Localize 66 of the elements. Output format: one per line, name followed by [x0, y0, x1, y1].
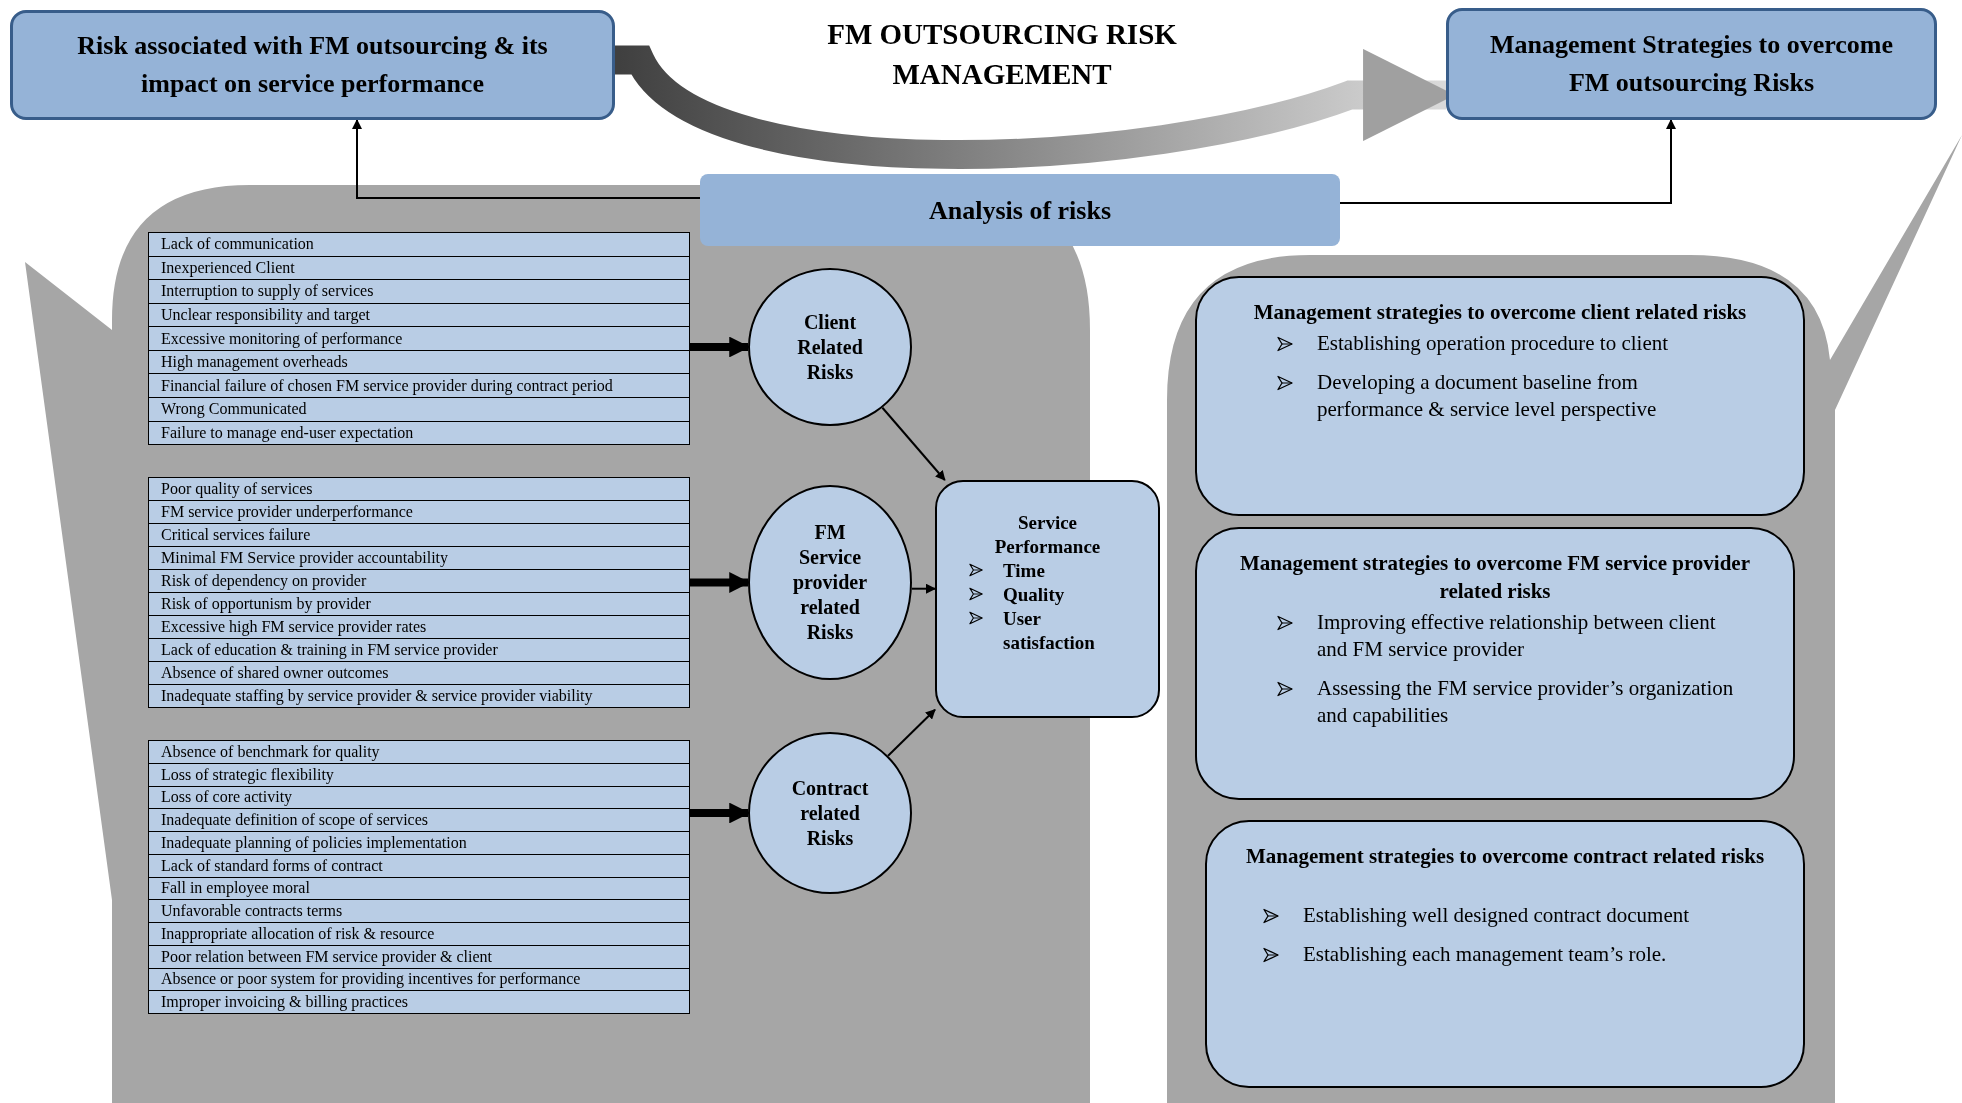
- heading-text: Management Strategies to overcome FM outsourcing Risks: [1488, 29, 1895, 99]
- heading-text: Risk associated with FM outsourcing & its impact on service performance: [76, 30, 549, 100]
- card-heading: Management strategies to overcome FM service provider related risks: [1238, 550, 1751, 605]
- risk-item: Lack of communication: [149, 233, 689, 257]
- category-label: Client Related Risks: [796, 309, 864, 385]
- risk-item: Financial failure of chosen FM service provider during contract period: [149, 374, 689, 398]
- box-heading: Service Performance: [993, 511, 1102, 559]
- risk-item: Inappropriate allocation of risk & resource: [149, 923, 689, 946]
- risk-list: [148, 740, 690, 1014]
- risk-item: Unclear responsibility and target: [149, 303, 689, 328]
- risk-item: Absence or poor system for providing incentives for performance: [149, 968, 689, 992]
- bullet-text: Establishing well designed contract document: [1303, 902, 1691, 929]
- risk-item: Lack of education & training in FM service provider: [149, 639, 689, 662]
- risk-item: Loss of strategic flexibility: [149, 763, 689, 787]
- risk-item: Risk of dependency on provider: [149, 570, 689, 593]
- risk-item: High management overheads: [149, 350, 689, 375]
- bullet-text: Time: [1003, 559, 1046, 583]
- arrow: [352, 119, 701, 199]
- arrow: [881, 406, 946, 481]
- risk-item: Inadequate definition of scope of services: [149, 809, 689, 832]
- risk-item: Fall in employee moral: [149, 877, 689, 901]
- bullet-text: Establishing each management team’s role.: [1303, 941, 1668, 968]
- bullet-text: Developing a document baseline from performance & service level perspective: [1317, 369, 1658, 423]
- risk-item: Wrong Communicated: [149, 397, 689, 422]
- strategy-card: [1195, 276, 1805, 516]
- card-heading: Management strategies to overcome contract related risks: [1244, 843, 1766, 870]
- arrow: [910, 583, 936, 594]
- card-heading: Management strategies to overcome client related risks: [1252, 299, 1748, 326]
- risk-item: Loss of core activity: [149, 786, 689, 810]
- bullet-text: Establishing operation procedure to client: [1317, 330, 1670, 357]
- risk-list: [148, 477, 690, 708]
- strategy-card: [1205, 820, 1805, 1088]
- risk-item: Absence of shared owner outcomes: [149, 662, 689, 685]
- analysis-band: [700, 174, 1340, 246]
- strategy-card: [1195, 527, 1795, 800]
- arrow: [1339, 119, 1676, 204]
- bullet-text: User satisfaction: [1003, 607, 1096, 655]
- heading-box: [10, 10, 615, 120]
- risk-item: Excessive monitoring of performance: [149, 327, 689, 351]
- arrow: [887, 708, 936, 757]
- diagram-title: FM OUTSOURCING RISK MANAGEMENT: [826, 17, 1178, 92]
- risk-item: FM service provider underperformance: [149, 501, 689, 524]
- band-label: Analysis of risks: [928, 194, 1111, 227]
- risk-item: Critical services failure: [149, 524, 689, 547]
- bullet-text: Quality: [1003, 583, 1066, 607]
- risk-list: [148, 232, 690, 445]
- risk-item: Interruption to supply of services: [149, 280, 689, 304]
- risk-item: Poor quality of services: [149, 478, 689, 501]
- risk-item: Inadequate staffing by service provider & service provider viability: [160, 686, 594, 707]
- category-label: FM Service provider related Risks: [791, 520, 869, 645]
- risk-item: Risk of opportunism by provider: [149, 593, 689, 616]
- bullet-text: Assessing the FM service provider’s organization and capabilities: [1317, 675, 1735, 729]
- risk-item: Poor relation between FM service provider & client: [149, 945, 689, 969]
- risk-item: Inexperienced Client: [149, 256, 689, 281]
- risk-item: Failure to manage end-user expectation: [160, 422, 415, 444]
- risk-item: Lack of standard forms of contract: [149, 854, 689, 878]
- risk-item: Absence of benchmark for quality: [149, 741, 689, 764]
- risk-item: Excessive high FM service provider rates: [149, 616, 689, 639]
- risk-item: Inadequate planning of policies implementation: [149, 832, 689, 855]
- outcome-box: [935, 480, 1160, 718]
- heading-box: [1446, 8, 1937, 120]
- category-label: Contract related Risks: [790, 775, 870, 851]
- bullet-text: Improving effective relationship between client and FM service provider: [1317, 609, 1717, 663]
- risk-item: Improper invoicing & billing practices: [160, 992, 410, 1013]
- risk-item: Unfavorable contracts terms: [149, 900, 689, 923]
- risk-item: Minimal FM Service provider accountability: [149, 547, 689, 570]
